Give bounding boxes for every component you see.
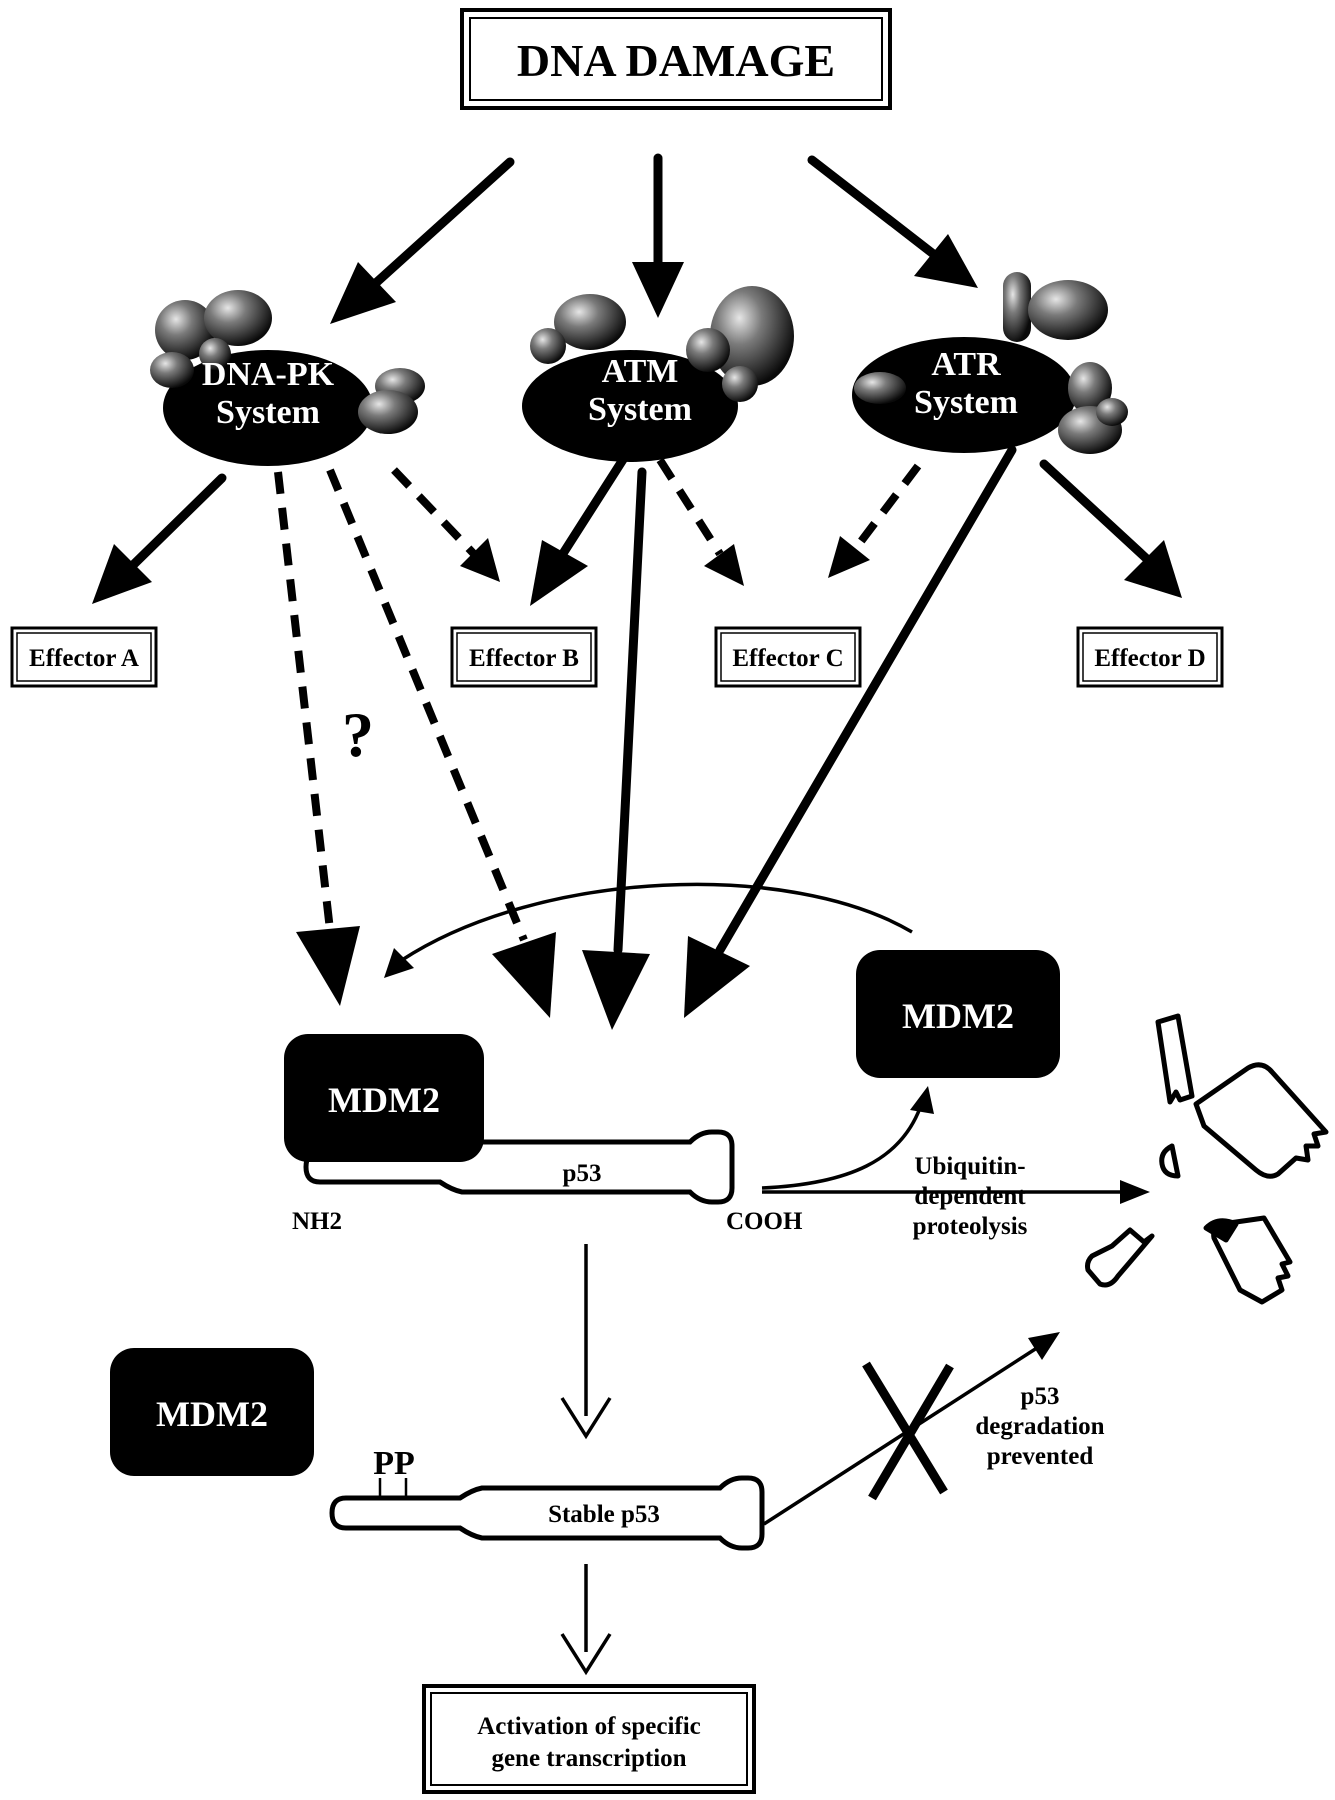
arrowhead-to-atm bbox=[632, 262, 684, 318]
arrowhead-dnapk-p53 bbox=[492, 932, 556, 1018]
proteolysis-line3: proteolysis bbox=[913, 1213, 1028, 1240]
effector-d-label: Effector D bbox=[1094, 645, 1205, 672]
arrow-dnapk-to-effector-a bbox=[123, 473, 227, 575]
fragment-1 bbox=[1155, 1013, 1195, 1105]
effector-d-box: Effector D bbox=[1076, 626, 1224, 688]
proteolysis-line1: Ubiquitin- bbox=[914, 1153, 1025, 1180]
cooh-label: COOH bbox=[726, 1208, 803, 1235]
arrow-release-mdm2 bbox=[761, 1107, 922, 1190]
arrow-atm-to-effector-b bbox=[559, 453, 629, 557]
block-x-stroke-1 bbox=[862, 1361, 948, 1495]
arrowhead-degradation bbox=[1028, 1332, 1060, 1360]
arrow-atr-to-effector-c bbox=[852, 463, 922, 551]
arrow-dnapk-to-effector-b bbox=[391, 467, 477, 557]
arrowhead-release-mdm2 bbox=[910, 1086, 934, 1114]
arrow-atm-to-p53 bbox=[613, 467, 647, 955]
dna-pk-label-line2: System bbox=[216, 394, 320, 431]
arrow-to-dnapk bbox=[363, 157, 515, 295]
fragment-2 bbox=[1193, 1062, 1329, 1179]
arrowhead-atm-p53 bbox=[582, 950, 650, 1030]
arrowhead-dnapk-effector-b bbox=[460, 538, 500, 582]
stable-p53: PP Stable p53 bbox=[329, 1445, 765, 1551]
question-mark: ? bbox=[342, 699, 374, 770]
arrow-to-atr bbox=[807, 155, 941, 261]
arrowhead-atm-effector-b bbox=[530, 540, 588, 606]
activation-line1: Activation of specific bbox=[477, 1713, 701, 1740]
atr-system: ATR System bbox=[852, 272, 1128, 454]
p53-mdm2-complex: MDM2 p53 NH2 COOH bbox=[284, 1034, 803, 1235]
activation-line2: gene transcription bbox=[491, 1745, 686, 1772]
degraded-fragments bbox=[1085, 1013, 1329, 1305]
effector-a-box: Effector A bbox=[10, 626, 158, 688]
atr-label-line2: System bbox=[914, 384, 1018, 421]
degradation-blocked: p53 degradation prevented bbox=[763, 1332, 1105, 1526]
effector-b-box: Effector B bbox=[450, 626, 598, 688]
mdm2-bound-box bbox=[284, 1034, 484, 1162]
arrowhead-atm-effector-c bbox=[704, 544, 744, 586]
degradation-line3: prevented bbox=[987, 1443, 1094, 1470]
p53-protein-shape bbox=[303, 1129, 735, 1205]
arrowhead-to-dnapk bbox=[330, 262, 396, 324]
fragment-3 bbox=[1159, 1143, 1181, 1179]
arrow-dnapk-to-p53 bbox=[326, 468, 528, 942]
arrowhead-atr-effector-c bbox=[828, 536, 870, 578]
degradation-line1: p53 bbox=[1021, 1383, 1060, 1410]
nh2-label: NH2 bbox=[292, 1208, 342, 1235]
arrow-to-degradation bbox=[763, 1344, 1041, 1526]
arrow-atr-to-effector-d bbox=[1039, 459, 1153, 565]
p53-phosphorylation-arrows bbox=[274, 445, 1017, 1030]
effector-arrows bbox=[92, 453, 1182, 606]
arrowhead-effector-a bbox=[92, 544, 152, 604]
effector-c-label: Effector C bbox=[732, 645, 843, 672]
p53-label: p53 bbox=[563, 1160, 602, 1187]
arrow-atm-to-effector-c bbox=[656, 457, 724, 557]
atr-label-line1: ATR bbox=[931, 346, 1001, 383]
mdm2-free-right: MDM2 bbox=[856, 950, 1060, 1078]
dna-pk-label-line1: DNA-PK bbox=[202, 356, 335, 393]
dna-damage-title: DNA DAMAGE bbox=[517, 35, 835, 86]
proteolysis-arrows: Ubiquitin- dependent proteolysis bbox=[761, 1086, 1150, 1240]
activation-box: Activation of specific gene transcriptio… bbox=[422, 1684, 756, 1794]
degradation-line2: degradation bbox=[975, 1413, 1104, 1440]
arrowhead-atr-p53 bbox=[684, 936, 750, 1018]
atm-system: ATM System bbox=[522, 286, 794, 462]
mdm2-right-label: MDM2 bbox=[902, 996, 1014, 1036]
mdm2-recycle-arrow bbox=[401, 882, 913, 962]
phospho-label: PP bbox=[373, 1445, 415, 1482]
arrow-atr-to-p53 bbox=[715, 445, 1017, 955]
arrowhead-effector-d bbox=[1124, 540, 1182, 598]
stable-p53-shape bbox=[329, 1475, 765, 1551]
mdm2-left-box bbox=[110, 1348, 314, 1476]
stable-p53-label: Stable p53 bbox=[548, 1501, 660, 1528]
dna-damage-box: DNA DAMAGE bbox=[460, 8, 892, 110]
proteolysis-line2: dependent bbox=[914, 1183, 1026, 1210]
atm-label-line2: System bbox=[588, 391, 692, 428]
mdm2-right-box bbox=[856, 950, 1060, 1078]
effector-c-box: Effector C bbox=[714, 626, 862, 688]
arrowhead-to-atr bbox=[914, 234, 978, 288]
mdm2-bound-label: MDM2 bbox=[328, 1080, 440, 1120]
mdm2-recycle-arrowhead bbox=[384, 948, 414, 978]
dna-pk-system: DNA-PK System bbox=[150, 290, 425, 466]
fragment-4 bbox=[1085, 1227, 1155, 1288]
block-x-stroke-2 bbox=[868, 1363, 954, 1501]
atm-label-line1: ATM bbox=[602, 353, 679, 390]
fragment-6 bbox=[1203, 1218, 1239, 1243]
damage-arrows bbox=[330, 153, 978, 324]
arrowhead-dnapk-mdm2 bbox=[296, 926, 360, 1006]
arrow-dnapk-to-mdm2 bbox=[274, 471, 334, 931]
effector-a-label: Effector A bbox=[29, 645, 139, 672]
mdm2-free-left: MDM2 bbox=[110, 1348, 314, 1476]
arrowhead-to-stable-p53 bbox=[560, 1397, 612, 1440]
effector-b-label: Effector B bbox=[469, 645, 579, 672]
arrowhead-proteolysis bbox=[1120, 1180, 1150, 1204]
arrowhead-to-activation bbox=[560, 1633, 612, 1676]
mdm2-left-label: MDM2 bbox=[156, 1394, 268, 1434]
